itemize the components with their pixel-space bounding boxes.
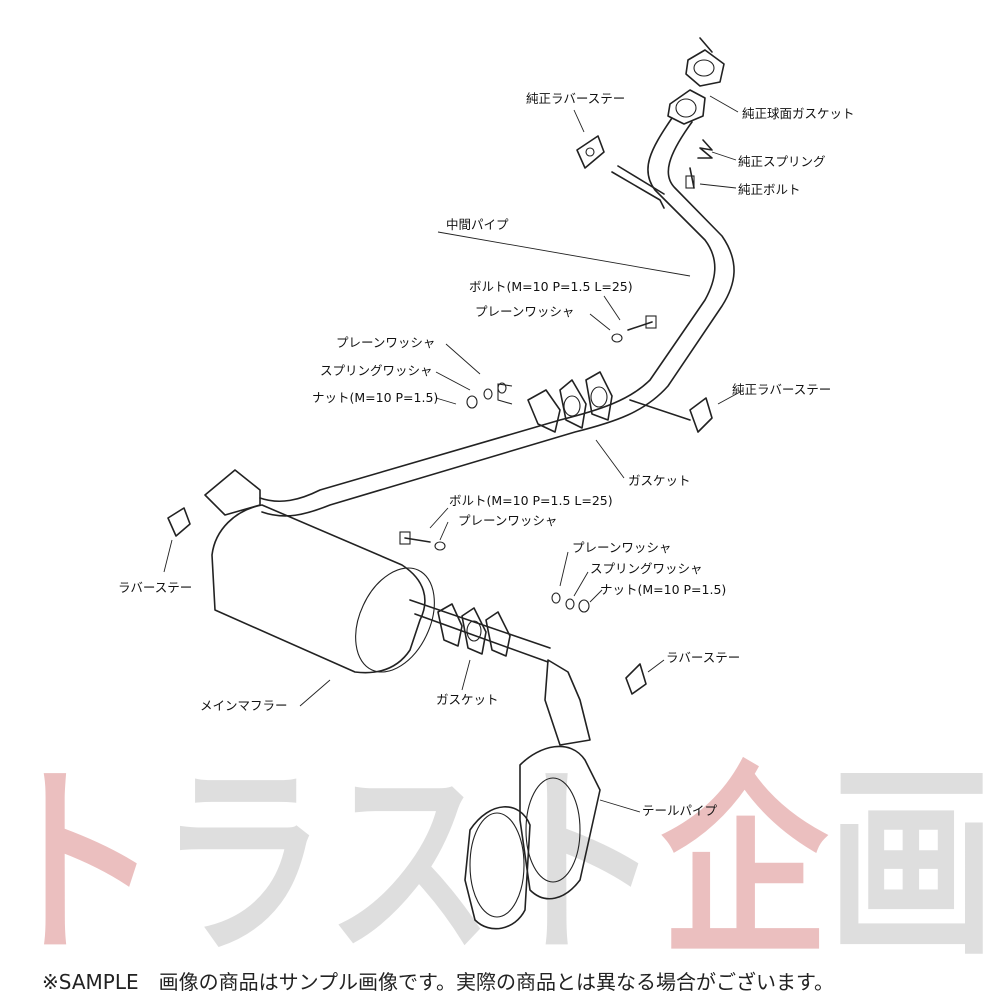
upper-flange-set [497,371,613,433]
tail-pipe [464,659,601,930]
label-plain-washer-upper-left: プレーンワッシャ [336,335,435,350]
oem-rubber-stay-mid [629,397,713,433]
label-nut-lower: ナット(M=10 P=1.5) [600,582,726,597]
leader-lines [163,95,741,813]
label-oem-spherical-gasket: 純正球面ガスケット [742,106,855,121]
watermark-text: トラスト企画 [0,745,995,984]
label-oem-rubber-stay-mid: 純正ラバーステー [732,382,831,397]
label-plain-washer-lower-right: プレーンワッシャ [572,540,671,555]
watermark: トラスト企画 [0,745,995,984]
rubber-stay-left [167,507,191,537]
label-middle-pipe: 中間パイプ [446,217,509,232]
label-gasket-upper: ガスケット [628,473,691,488]
label-plain-washer-upper-right: プレーンワッシャ [475,304,574,319]
label-main-muffler: メインマフラー [200,698,288,713]
upper-fasteners [466,315,657,409]
labels: 純正ラバーステー 純正球面ガスケット 純正スプリング 純正ボルト 中間パイプ ボ… [118,91,855,818]
label-oem-rubber-stay-top: 純正ラバーステー [526,91,625,106]
rubber-stay-right [625,663,647,695]
label-gasket-lower: ガスケット [436,692,499,707]
label-oem-spring: 純正スプリング [738,154,826,169]
label-rubber-stay-left: ラバーステー [118,580,192,595]
label-rubber-stay-right: ラバーステー [666,650,740,665]
label-oem-bolt: 純正ボルト [738,182,801,197]
middle-pipe [259,117,735,517]
main-muffler [204,469,551,674]
front-flange [667,37,725,125]
label-nut-upper: ナット(M=10 P=1.5) [312,390,438,405]
lower-flange-set [437,603,511,657]
label-spring-washer-lower: スプリングワッシャ [590,561,703,576]
label-plain-washer-lower-left: プレーンワッシャ [458,513,557,528]
label-spring-washer-upper: スプリングワッシャ [320,363,433,378]
oem-rubber-stay-top [576,135,605,169]
lower-fasteners [399,531,590,613]
oem-spring-bolt [685,139,713,189]
label-bolt-upper: ボルト(M=10 P=1.5 L=25) [469,279,633,294]
label-bolt-lower: ボルト(M=10 P=1.5 L=25) [449,493,613,508]
label-tail-pipe: テールパイプ [642,803,718,818]
sample-disclaimer: ※SAMPLE 画像の商品はサンプル画像です。実際の商品とは異なる場合がございま… [0,964,1000,1000]
